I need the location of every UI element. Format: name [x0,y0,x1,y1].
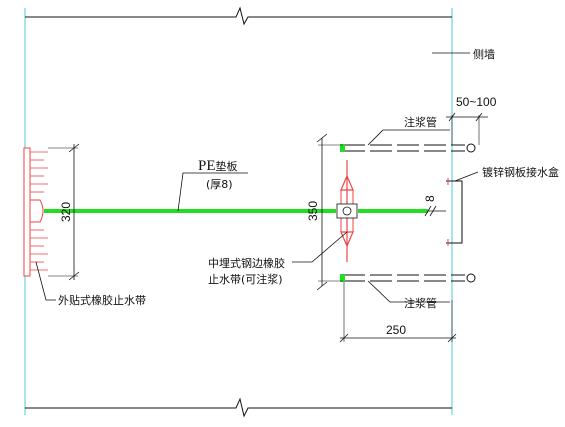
grout-pipe-bottom-cap [466,273,476,283]
grout-pipe-top-leader [367,129,450,146]
dim-350-tick-a [316,133,328,143]
width-dimension: 250 [386,323,406,337]
external-waterstop [23,147,48,277]
water-box [446,180,463,244]
grout-pipe-top-cap [466,143,476,153]
embedded-waterstop [336,160,358,262]
gap-dimension: 8 [423,195,437,202]
embedded-waterstop-label-1: 中埋式钢边橡胶 [208,256,285,270]
grout-pipe-top-end [340,144,345,152]
external-waterstop-label: 外贴式橡胶止水带 [58,293,146,307]
spacing-range-label: 50~100 [456,95,497,109]
break-line-bottom [25,397,452,418]
dim-250-tick-b [447,333,457,343]
external-waterstop-leader [35,261,56,301]
water-box-label: 镀锌钢板接水盒 [482,165,559,179]
side-wall-label: 侧墙 [473,47,495,61]
pe-board-leader [177,172,248,212]
grout-pipe-top-label: 注浆管 [404,115,437,129]
grout-pipe-bottom-label: 注浆管 [404,296,437,310]
break-line-top [25,6,452,26]
gap-tick-b [429,205,437,217]
gap-tick-a [424,205,432,217]
embedded-waterstop-leader [292,231,348,263]
embedded-waterstop-label-2: 止水带(可注浆) [208,272,283,286]
dim-320-tick-b [68,271,80,281]
pe-board-label: PE垫板 [198,158,238,174]
pe-thickness-label: (厚8) [206,178,233,191]
dim-250-tick-a [339,333,349,343]
height-dimension-left: 320 [59,202,73,222]
dim-320-tick-a [68,143,80,153]
pe-board-prefix: PE [198,158,216,174]
height-dimension-right: 350 [306,201,320,221]
water-box-leader [454,171,479,182]
pe-board-suffix: 垫板 [216,159,238,173]
grout-pipe-bottom-leader [367,280,450,303]
grout-pipe-bottom-end [340,274,345,282]
dim-350-tick-b [316,281,328,291]
